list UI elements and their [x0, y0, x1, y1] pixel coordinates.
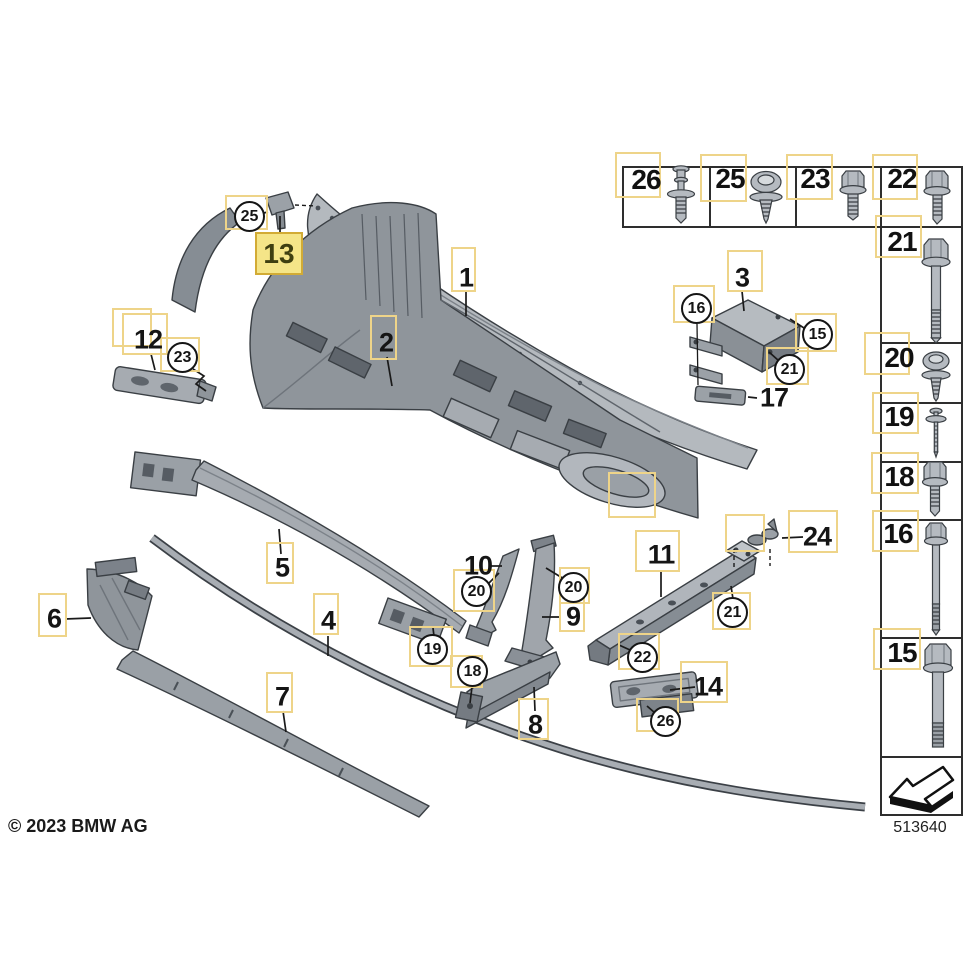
fastener-callout-21-upper[interactable]: 21 [774, 354, 805, 385]
hotspot-box[interactable] [872, 154, 918, 200]
part-8-crash-box [454, 651, 561, 729]
table-cell-number-21[interactable]: 21 [887, 226, 917, 257]
direction-of-travel-arrow-icon [888, 765, 955, 813]
part-callout-24[interactable]: 24 [802, 521, 832, 552]
table-cell-number-20[interactable]: 20 [884, 342, 914, 373]
hex-flange-bolt-icon [923, 170, 951, 225]
hotspot-box[interactable] [409, 626, 453, 667]
hotspot-box[interactable] [871, 452, 919, 494]
hotspot-box[interactable] [266, 672, 293, 713]
hotspot-box[interactable] [615, 152, 661, 198]
hotspot-box[interactable] [795, 313, 837, 352]
hotspot-box[interactable] [313, 593, 339, 635]
hotspot-box[interactable] [122, 313, 168, 355]
part-10-support-bracket [465, 548, 520, 647]
torx-oval-screw-icon [749, 170, 783, 225]
hotspot-box[interactable] [608, 472, 656, 518]
medium-hex-flange-bolt-icon [921, 461, 949, 517]
part-callout-12[interactable]: 12 [133, 324, 163, 355]
hotspot-box[interactable] [727, 250, 763, 292]
fastener-callout-20-right[interactable]: 20 [558, 572, 589, 603]
part-6-corner-bracket [86, 556, 153, 651]
hotspot-box[interactable] [453, 569, 495, 612]
diagram-number: 513640 [893, 819, 947, 836]
fastener-callout-21-lower[interactable]: 21 [717, 597, 748, 628]
fastener-callout-25[interactable]: 25 [234, 201, 265, 232]
part-17-lower-plate [694, 385, 747, 406]
hotspot-box[interactable] [875, 215, 922, 258]
hotspot-box[interactable] [864, 332, 910, 375]
hotspot-box[interactable] [788, 510, 838, 553]
part-11-side-rail [587, 540, 761, 666]
hotspot-box[interactable] [873, 628, 921, 670]
part-callout-10[interactable]: 10 [463, 550, 493, 581]
part-5-upper-rail [129, 451, 467, 646]
extra-long-hex-bolt-icon [923, 522, 949, 637]
leader-lines [64, 204, 805, 733]
part-4-trim-strip [149, 534, 866, 812]
part-callout-7[interactable]: 7 [274, 681, 290, 712]
hotspot-box[interactable] [370, 315, 397, 360]
fastener-callout-26[interactable]: 26 [650, 706, 681, 737]
hotspot-box[interactable] [786, 154, 833, 200]
part-callout-1[interactable]: 1 [458, 262, 474, 293]
part-callout-6[interactable]: 6 [46, 603, 62, 634]
part-24-retaining-clip [747, 518, 779, 546]
part-callout-8[interactable]: 8 [527, 709, 543, 740]
fastener-callout-15[interactable]: 15 [802, 319, 833, 350]
hotspot-box[interactable] [712, 592, 751, 630]
hotspot-box[interactable] [266, 542, 294, 584]
part-callout-11[interactable]: 11 [647, 539, 676, 570]
table-cell-number-15[interactable]: 15 [887, 637, 917, 668]
fastener-callout-19[interactable]: 19 [417, 634, 448, 665]
hotspot-box[interactable] [680, 661, 728, 703]
part-13-sensor-bracket [265, 191, 295, 230]
hotspot-box[interactable] [725, 514, 765, 552]
table-cell-number-26[interactable]: 26 [631, 164, 661, 195]
hotspot-box[interactable] [635, 530, 680, 572]
hotspot-box[interactable] [700, 154, 747, 202]
hotspot-box[interactable] [872, 510, 919, 552]
hex-flange-screw-icon [839, 170, 867, 221]
hotspot-box[interactable] [451, 247, 476, 292]
fastener-callout-22[interactable]: 22 [627, 642, 658, 673]
part-callout-14[interactable]: 14 [693, 671, 723, 702]
table-cell-number-25[interactable]: 25 [715, 163, 745, 194]
table-cell-number-23[interactable]: 23 [800, 163, 830, 194]
part-callout-13-highlighted[interactable]: 13 [255, 232, 303, 275]
copyright-text: © 2023 BMW AG [8, 816, 148, 836]
long-hex-flange-bolt-icon [921, 238, 951, 344]
hotspot-box[interactable] [518, 698, 549, 740]
large-hex-flange-bolt-icon [922, 643, 954, 748]
expansion-rivet-icon [666, 165, 696, 224]
table-cell-number-18[interactable]: 18 [884, 461, 914, 492]
part-12-bracket-plate [112, 366, 217, 405]
table-cell-number-19[interactable]: 19 [884, 401, 914, 432]
fastener-callout-16[interactable]: 16 [681, 293, 712, 324]
hotspot-box[interactable] [872, 392, 919, 434]
washer-screw-icon [925, 407, 947, 459]
part-callout-5[interactable]: 5 [274, 552, 290, 583]
part-callout-4[interactable]: 4 [320, 605, 336, 636]
part-callout-3[interactable]: 3 [734, 262, 750, 293]
fastener-callout-20-left[interactable]: 20 [461, 576, 492, 607]
part-2-energy-absorber [171, 201, 699, 519]
torx-pan-screw-icon [921, 351, 951, 403]
table-cell-number-16[interactable]: 16 [883, 518, 913, 549]
part-callout-9[interactable]: 9 [565, 601, 581, 632]
fastener-callout-23[interactable]: 23 [167, 342, 198, 373]
part-callout-17[interactable]: 17 [759, 382, 789, 413]
part-7-lower-strip [116, 650, 430, 818]
fastener-callout-18[interactable]: 18 [457, 656, 488, 687]
part-callout-2[interactable]: 2 [378, 327, 394, 358]
table-cell-number-22[interactable]: 22 [887, 163, 917, 194]
hotspot-box[interactable] [38, 593, 67, 637]
hotspot-box[interactable] [112, 308, 152, 347]
